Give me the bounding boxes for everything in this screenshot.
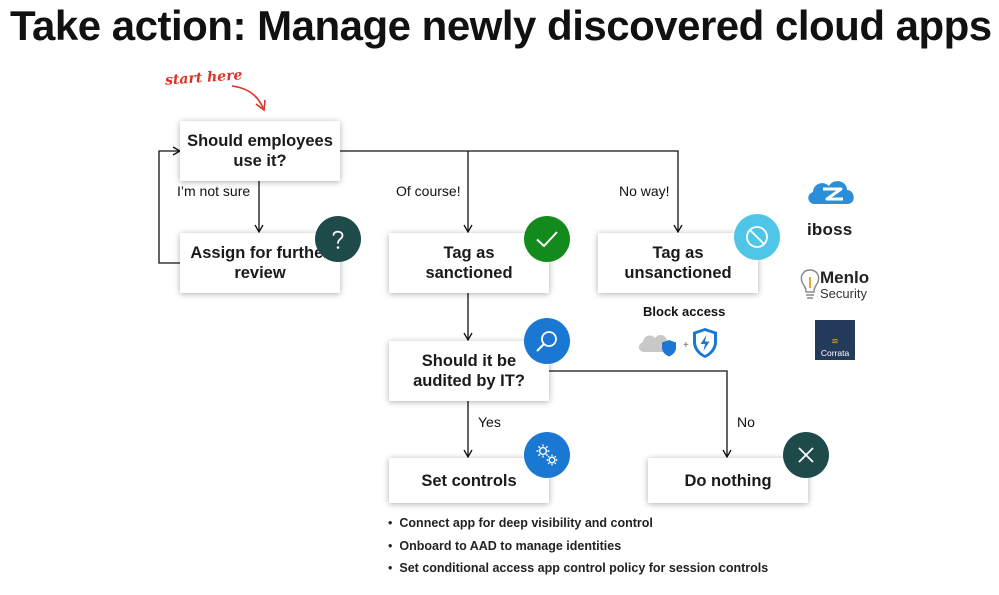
list-item: Onboard to AAD to manage identities [388, 537, 768, 560]
checkmark-icon [524, 216, 570, 262]
node-should-employees-use-it: Should employees use it? [180, 121, 340, 181]
node-do-nothing-label: Do nothing [684, 471, 772, 490]
search-icon [524, 318, 570, 364]
plus-icon: + [683, 340, 689, 351]
node-should-be-audited-label: Should it be audited by IT? [413, 352, 525, 390]
edge-label-no: No [737, 414, 755, 430]
node-set-controls: Set controls [389, 458, 549, 503]
question-icon [315, 216, 361, 262]
close-icon [783, 432, 829, 478]
edge-label-no-way: No way! [619, 183, 670, 199]
corrata-wave-icon: ≋ [831, 336, 839, 346]
node-tag-sanctioned: Tag as sanctioned [389, 233, 549, 293]
list-item: Connect app for deep visibility and cont… [388, 514, 768, 537]
block-icon [734, 214, 780, 260]
block-access-label: Block access [643, 304, 726, 319]
gears-icon [524, 432, 570, 478]
menlo-logo-subtext: Security [820, 286, 867, 301]
edge-label-of-course: Of course! [396, 183, 461, 199]
node-tag-sanctioned-label: Tag as sanctioned [425, 244, 513, 282]
node-tag-unsanctioned-label: Tag as unsanctioned [624, 244, 732, 282]
set-controls-bullets: Connect app for deep visibility and cont… [388, 514, 768, 582]
node-do-nothing: Do nothing [648, 458, 808, 503]
page-title: Take action: Manage newly discovered clo… [10, 2, 992, 49]
iboss-logo: iboss [807, 220, 853, 239]
start-here-arrow [231, 85, 264, 109]
node-should-employees-use-it-label: Should employees use it? [187, 132, 333, 170]
zscaler-cloud-logo [805, 176, 859, 208]
corrata-logo-text: Corrata [820, 348, 850, 358]
node-assign-further-review: Assign for further review [180, 233, 340, 293]
list-item: Set conditional access app control polic… [388, 559, 768, 582]
lightbulb-icon [799, 268, 821, 302]
node-assign-further-review-label: Assign for further review [190, 244, 330, 282]
node-tag-unsanctioned: Tag as unsanctioned [598, 233, 758, 293]
node-should-be-audited: Should it be audited by IT? [389, 341, 549, 401]
node-set-controls-label: Set controls [421, 471, 517, 490]
shield-lightning-icon [691, 327, 719, 359]
menlo-logo-text: Menlo [820, 268, 870, 287]
corrata-logo: ≋ Corrata [815, 320, 855, 360]
edge-label-yes: Yes [478, 414, 501, 430]
cloud-shield-icon [636, 328, 682, 358]
edge-label-not-sure: I’m not sure [177, 183, 251, 199]
